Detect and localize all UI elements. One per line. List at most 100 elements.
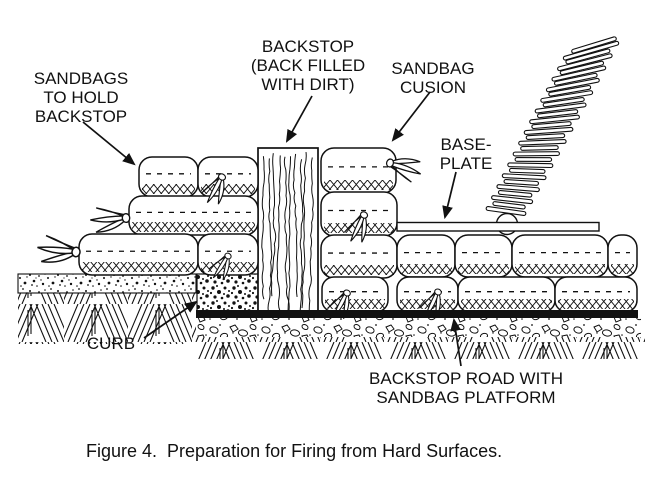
wood-grain-line xyxy=(283,156,290,313)
sandbag-weave-texture xyxy=(324,265,394,275)
label-line: BACKSTOP xyxy=(262,37,354,56)
backstop-road-surface xyxy=(196,310,638,318)
sandbag xyxy=(320,147,397,194)
sandbag-weave-texture xyxy=(324,180,393,190)
wood-grain-line xyxy=(308,157,314,314)
earth-under-sidewalk xyxy=(18,293,196,344)
sandbag xyxy=(554,276,638,313)
mortar-tube-fin xyxy=(503,178,540,186)
earth-under-road xyxy=(196,337,645,359)
label-line: SANDBAG PLATFORM xyxy=(376,388,555,407)
mortar-tube-fin xyxy=(485,206,527,216)
label-backstop-road: BACKSTOP ROAD WITH SANDBAG PLATFORM xyxy=(369,369,563,407)
wood-grain-line xyxy=(261,156,265,300)
sandbag-weave-texture xyxy=(461,299,552,309)
sandbag-groups xyxy=(78,147,638,313)
sandbag xyxy=(511,234,609,278)
mortar-tube-fin xyxy=(496,184,540,193)
callout-labels: SANDBAGS TO HOLD BACKSTOP BACKSTOP (BACK… xyxy=(34,37,563,407)
wood-grain-texture xyxy=(261,152,314,316)
arrow-backstop xyxy=(285,95,313,143)
sandbag-weave-texture xyxy=(132,222,255,232)
sandbag-weave-texture xyxy=(400,264,452,274)
mortar-tube-fin xyxy=(501,173,547,181)
mortar-tube-fin xyxy=(512,151,560,157)
label-line: BACKSTOP xyxy=(35,107,127,126)
arrow-sandbags-to-hold xyxy=(82,121,136,166)
mortar-tube-fin xyxy=(491,195,534,205)
mortar-tube-fin xyxy=(565,48,611,65)
mortar-tube-fin xyxy=(545,77,600,93)
mortar-tube-fin xyxy=(529,114,580,125)
wood-grain-line xyxy=(292,153,298,297)
mortar-tube-fin xyxy=(508,167,546,174)
sandbag xyxy=(320,234,398,279)
mortar-tube-fin xyxy=(507,162,554,169)
sandbag-weave-texture xyxy=(515,264,605,274)
label-line: SANDBAGS xyxy=(34,69,128,88)
sandbag xyxy=(607,234,638,278)
label-curb: CURB xyxy=(87,334,135,353)
sandbag-weave-texture xyxy=(611,264,634,274)
mortar-tube-fin xyxy=(497,189,533,198)
sandbag-weave-texture xyxy=(82,262,195,272)
label-line: SANDBAG xyxy=(391,59,474,78)
label-backstop: BACKSTOP (BACK FILLED WITH DIRT) xyxy=(251,37,365,94)
label-line: CUSION xyxy=(400,78,466,97)
leader-arrows xyxy=(82,91,462,367)
label-baseplate: BASE- PLATE xyxy=(440,135,493,173)
mortar-tube-fin xyxy=(557,53,613,72)
sandbag xyxy=(321,276,389,313)
mortar-tube-fin xyxy=(514,156,553,163)
sandbag-tie xyxy=(88,204,132,234)
sandbag-weave-texture xyxy=(142,184,195,194)
mortar-tube-fin xyxy=(571,36,617,54)
sandbag-weave-texture xyxy=(400,299,455,309)
sandbag-weave-texture xyxy=(558,299,634,309)
sandbag-weave-texture xyxy=(201,184,255,194)
sandbag xyxy=(457,276,556,313)
mortar-tube-fin xyxy=(520,145,559,151)
sandbag xyxy=(396,276,459,313)
label-line: TO HOLD xyxy=(43,88,118,107)
sandbag xyxy=(197,156,259,198)
label-sandbags-to-hold-backstop: SANDBAGS TO HOLD BACKSTOP xyxy=(34,69,128,126)
mortar-tube-fin xyxy=(518,138,567,146)
arrow-curb xyxy=(143,300,198,339)
mortar-tube-fin xyxy=(540,90,594,103)
sandbag-tie xyxy=(35,234,82,266)
label-line: (BACK FILLED xyxy=(251,56,365,75)
mortar-tube-fin xyxy=(559,60,605,76)
mortar-tube xyxy=(485,36,620,216)
sandbag-weave-texture xyxy=(458,264,509,274)
sandbag xyxy=(138,156,199,198)
sidewalk-concrete xyxy=(17,273,197,294)
mortar-tube-fin xyxy=(525,133,566,141)
figure-caption: Figure 4. Preparation for Firing from Ha… xyxy=(86,441,503,461)
curb-block xyxy=(196,273,259,313)
sandbag-weave-texture xyxy=(325,299,385,309)
wood-grain-line xyxy=(287,156,292,313)
mortar-tube-fin xyxy=(553,72,598,86)
label-line: PLATE xyxy=(440,154,493,173)
wooden-backstop xyxy=(257,147,319,316)
wood-grain-line xyxy=(267,158,273,315)
mortar-tube-fin xyxy=(531,121,572,130)
label-line: BASE- xyxy=(440,135,491,154)
ground-section xyxy=(17,273,645,359)
wood-grain-line xyxy=(270,153,277,297)
mortar-tube-fin xyxy=(551,65,607,82)
sandbag xyxy=(78,233,199,276)
arrow-baseplate xyxy=(442,171,457,220)
mortar-tube-fin xyxy=(492,201,526,210)
label-line: BACKSTOP ROAD WITH xyxy=(369,369,563,388)
label-line: WITH DIRT) xyxy=(261,75,354,94)
mortar-tube-fin xyxy=(534,102,587,114)
wood-grain-line xyxy=(301,152,307,309)
label-line: CURB xyxy=(87,334,135,353)
mortar-tube-fin xyxy=(542,97,585,108)
gravel-bed xyxy=(196,318,641,337)
arrow-backstop-road xyxy=(450,317,462,367)
